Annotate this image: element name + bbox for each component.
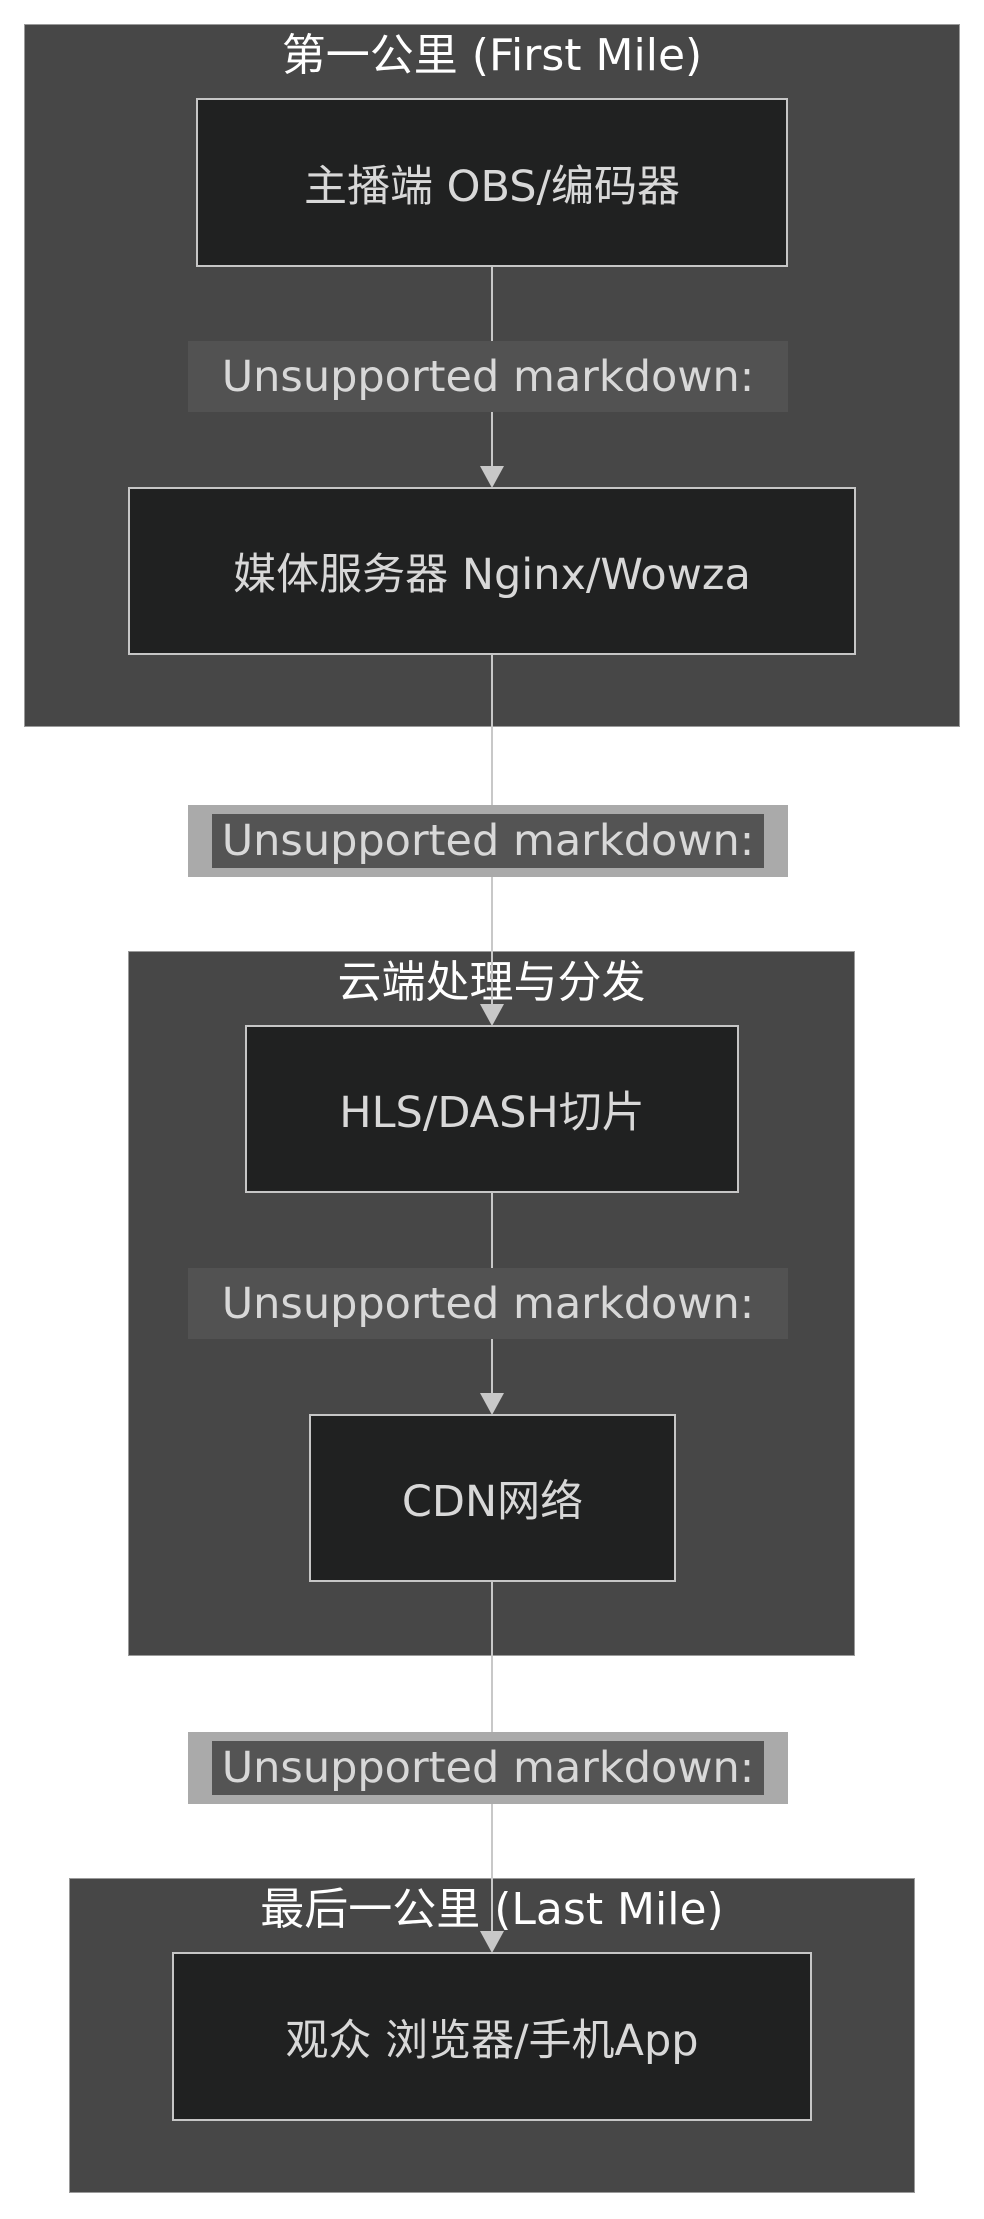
edge-label-segmenter-to-cdn: Unsupported markdown: <box>188 1268 788 1339</box>
media-server-node-label: 媒体服务器 Nginx/Wowza <box>233 550 751 600</box>
edge-label-text: Unsupported markdown: <box>211 1741 765 1795</box>
edge-label-broadcaster-to-media-server: Unsupported markdown: <box>188 341 788 412</box>
viewer-node[interactable]: 观众 浏览器/手机App <box>172 1952 812 2121</box>
edge-label-text: Unsupported markdown: <box>221 351 755 402</box>
segmenter-node[interactable]: HLS/DASH切片 <box>245 1025 739 1193</box>
edge-label-text: Unsupported markdown: <box>211 814 765 868</box>
cdn-node-label: CDN网络 <box>401 1477 584 1527</box>
broadcaster-node[interactable]: 主播端 OBS/编码器 <box>196 98 788 267</box>
segmenter-node-label: HLS/DASH切片 <box>339 1088 645 1138</box>
cloud-cluster-title: 云端处理与分发 <box>337 957 646 1008</box>
media-server-node[interactable]: 媒体服务器 Nginx/Wowza <box>128 487 856 655</box>
edge-label-cdn-to-viewer: Unsupported markdown: <box>188 1732 788 1804</box>
broadcaster-node-label: 主播端 OBS/编码器 <box>303 161 681 212</box>
edge-label-media-server-to-segmenter: Unsupported markdown: <box>188 805 788 877</box>
last-mile-cluster-title: 最后一公里 (Last Mile) <box>260 1884 724 1935</box>
edge-label-text: Unsupported markdown: <box>221 1278 755 1329</box>
first-mile-cluster-title: 第一公里 (First Mile) <box>281 30 703 81</box>
viewer-node-label: 观众 浏览器/手机App <box>285 2015 699 2066</box>
cdn-node[interactable]: CDN网络 <box>309 1414 676 1582</box>
